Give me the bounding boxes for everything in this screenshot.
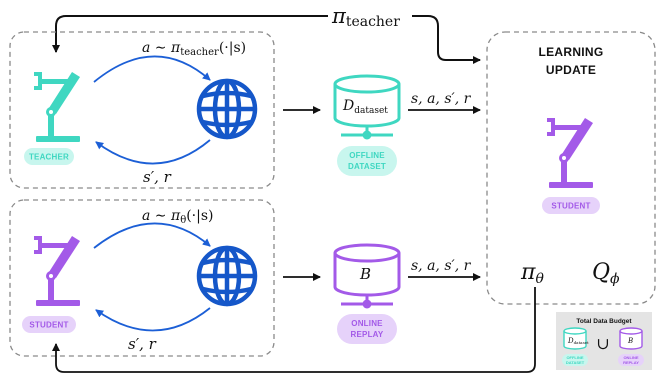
learning-update-title-line1: LEARNING [538,45,603,59]
teacher-globe-icon [199,81,255,137]
offline-dataset-badge-line1: OFFLINE [349,151,385,160]
offline-dataset-badge-line2: DATASET [348,162,386,171]
online-replay-symbol: B [359,265,371,283]
budget-replay-caption-bg [618,354,644,366]
teacher-policy-arrow [52,15,481,64]
update-student-badge [542,197,600,214]
teacher-feedback-arrow [95,139,211,165]
online-replay-badge-line1: ONLINE [351,319,383,328]
dataset-transition-label: s, a, s′, r [411,91,472,107]
teacher-panel [9,31,275,189]
student-panel [9,199,275,357]
update-robot-icon [547,118,593,188]
teacher-badge [24,148,74,165]
budget-replay-caption-2: REPLAY [623,360,639,365]
student-action-label: a ∼ πθ(·|s) [142,208,214,226]
student-policy-symbol: πθ [520,260,544,287]
budget-dataset-icon [563,327,587,350]
student-badge-label: STUDENT [29,321,68,330]
online-replay-badge-line2: REPLAY [351,330,384,339]
teacher-feedback-label: s′, r [143,168,172,186]
budget-dataset-symbol: Ddataset [567,337,589,345]
teacher-action-label: a ∼ πteacher(·|s) [142,40,246,58]
budget-replay-icon [619,327,643,350]
online-replay-badge [337,314,397,344]
learning-update-panel [486,31,656,305]
replay-transition-label: s, a, s′, r [411,258,472,274]
online-replay-icon [333,243,401,309]
budget-dataset-caption-1: OFFLINE [566,355,583,360]
update-student-badge-label: STUDENT [551,202,590,211]
budget-dataset-caption-2: DATASET [566,360,585,365]
student-robot-icon [34,236,80,306]
teacher-action-arrow [93,55,211,83]
teacher-badge-label: TEACHER [29,153,69,162]
student-feedback-arrow [95,307,211,332]
student-feedback-label: s′, r [128,335,157,353]
student-badge [22,316,76,333]
teacher-robot-icon [34,72,80,142]
student-action-arrow [93,222,211,249]
offline-dataset-symbol: Ddataset [342,98,388,116]
offline-dataset-badge [337,146,397,176]
budget-replay-caption-1: ONLINE [623,355,638,360]
budget-replay-symbol: B [627,337,633,345]
student-globe-icon [199,248,255,304]
critic-symbol: Qϕ [592,260,620,287]
budget-dataset-caption-bg [562,354,588,366]
offline-dataset-icon [333,74,401,140]
learning-update-title-line2: UPDATE [546,63,596,77]
data-budget-title: Total Data Budget [576,318,632,325]
teacher-policy-label: πteacher [331,4,400,30]
student-policy-return-arrow [52,287,536,373]
budget-union-symbol: ∪ [596,334,609,353]
